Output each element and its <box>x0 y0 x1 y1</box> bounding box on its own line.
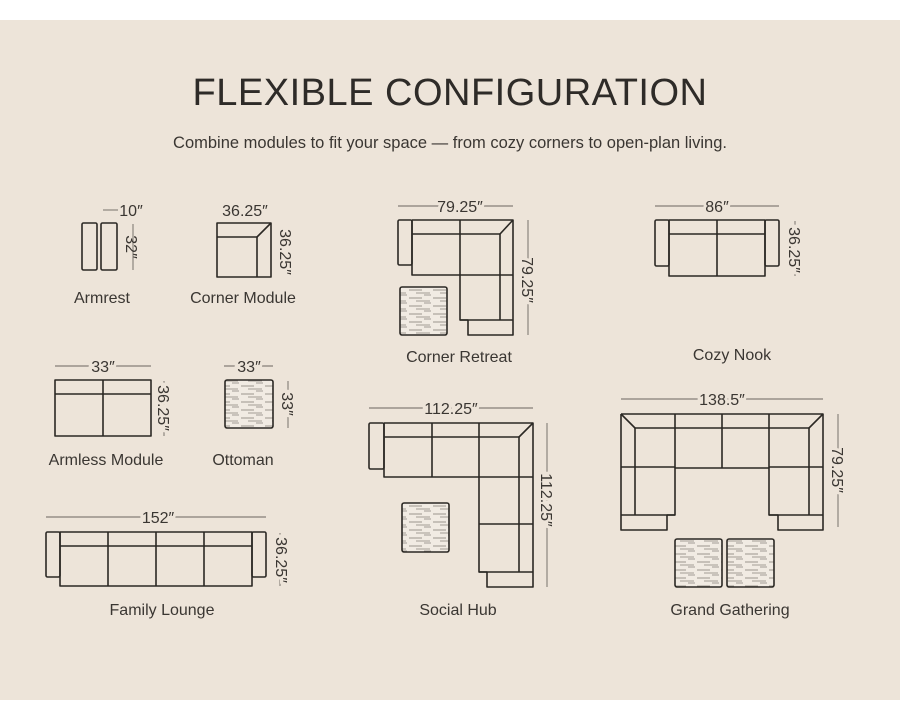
corner-retreat-depth: 79.25″ <box>518 257 535 303</box>
family-lounge-width: 152″ <box>142 510 175 527</box>
armless-module-diagram <box>54 365 165 437</box>
armrest-depth: 32″ <box>122 235 139 259</box>
ottoman-label: Ottoman <box>212 452 273 469</box>
corner-module-label: Corner Module <box>190 290 296 307</box>
social-hub-label: Social Hub <box>419 602 496 619</box>
armrest-width: 10″ <box>119 203 143 220</box>
armless-module-depth: 36.25″ <box>154 385 171 431</box>
cozy-nook-diagram <box>654 205 796 277</box>
cozy-nook-label: Cozy Nook <box>693 347 772 364</box>
corner-module-diagram <box>216 222 272 278</box>
page-subtitle: Combine modules to fit your space — from… <box>173 134 727 152</box>
corner-module-width: 36.25″ <box>222 203 268 220</box>
grand-gathering-depth: 79.25″ <box>828 447 845 493</box>
corner-retreat-diagram <box>397 205 529 336</box>
social-hub-width: 112.25″ <box>424 401 478 418</box>
page-title: FLEXIBLE CONFIGURATION <box>193 72 708 114</box>
armless-module-label: Armless Module <box>49 452 164 469</box>
armrest-diagram <box>81 209 134 271</box>
armless-module-width: 33″ <box>91 359 115 376</box>
family-lounge-diagram <box>45 516 281 587</box>
cozy-nook-width: 86″ <box>705 199 729 216</box>
social-hub-depth: 112.25″ <box>537 473 554 527</box>
cozy-nook-depth: 36.25″ <box>785 227 802 273</box>
corner-module-depth: 36.25″ <box>276 229 293 275</box>
armrest-label: Armrest <box>74 290 131 307</box>
family-lounge-label: Family Lounge <box>110 602 215 619</box>
ottoman-depth: 33″ <box>278 392 295 416</box>
corner-retreat-label: Corner Retreat <box>406 349 512 366</box>
family-lounge-depth: 36.25″ <box>272 537 289 583</box>
social-hub-diagram <box>368 407 548 588</box>
grand-gathering-label: Grand Gathering <box>670 602 789 619</box>
ottoman-width: 33″ <box>237 359 261 376</box>
ottoman-diagram <box>224 365 289 429</box>
corner-retreat-width: 79.25″ <box>437 199 483 216</box>
grand-gathering-diagram <box>620 398 839 588</box>
grand-gathering-width: 138.5″ <box>699 392 745 409</box>
